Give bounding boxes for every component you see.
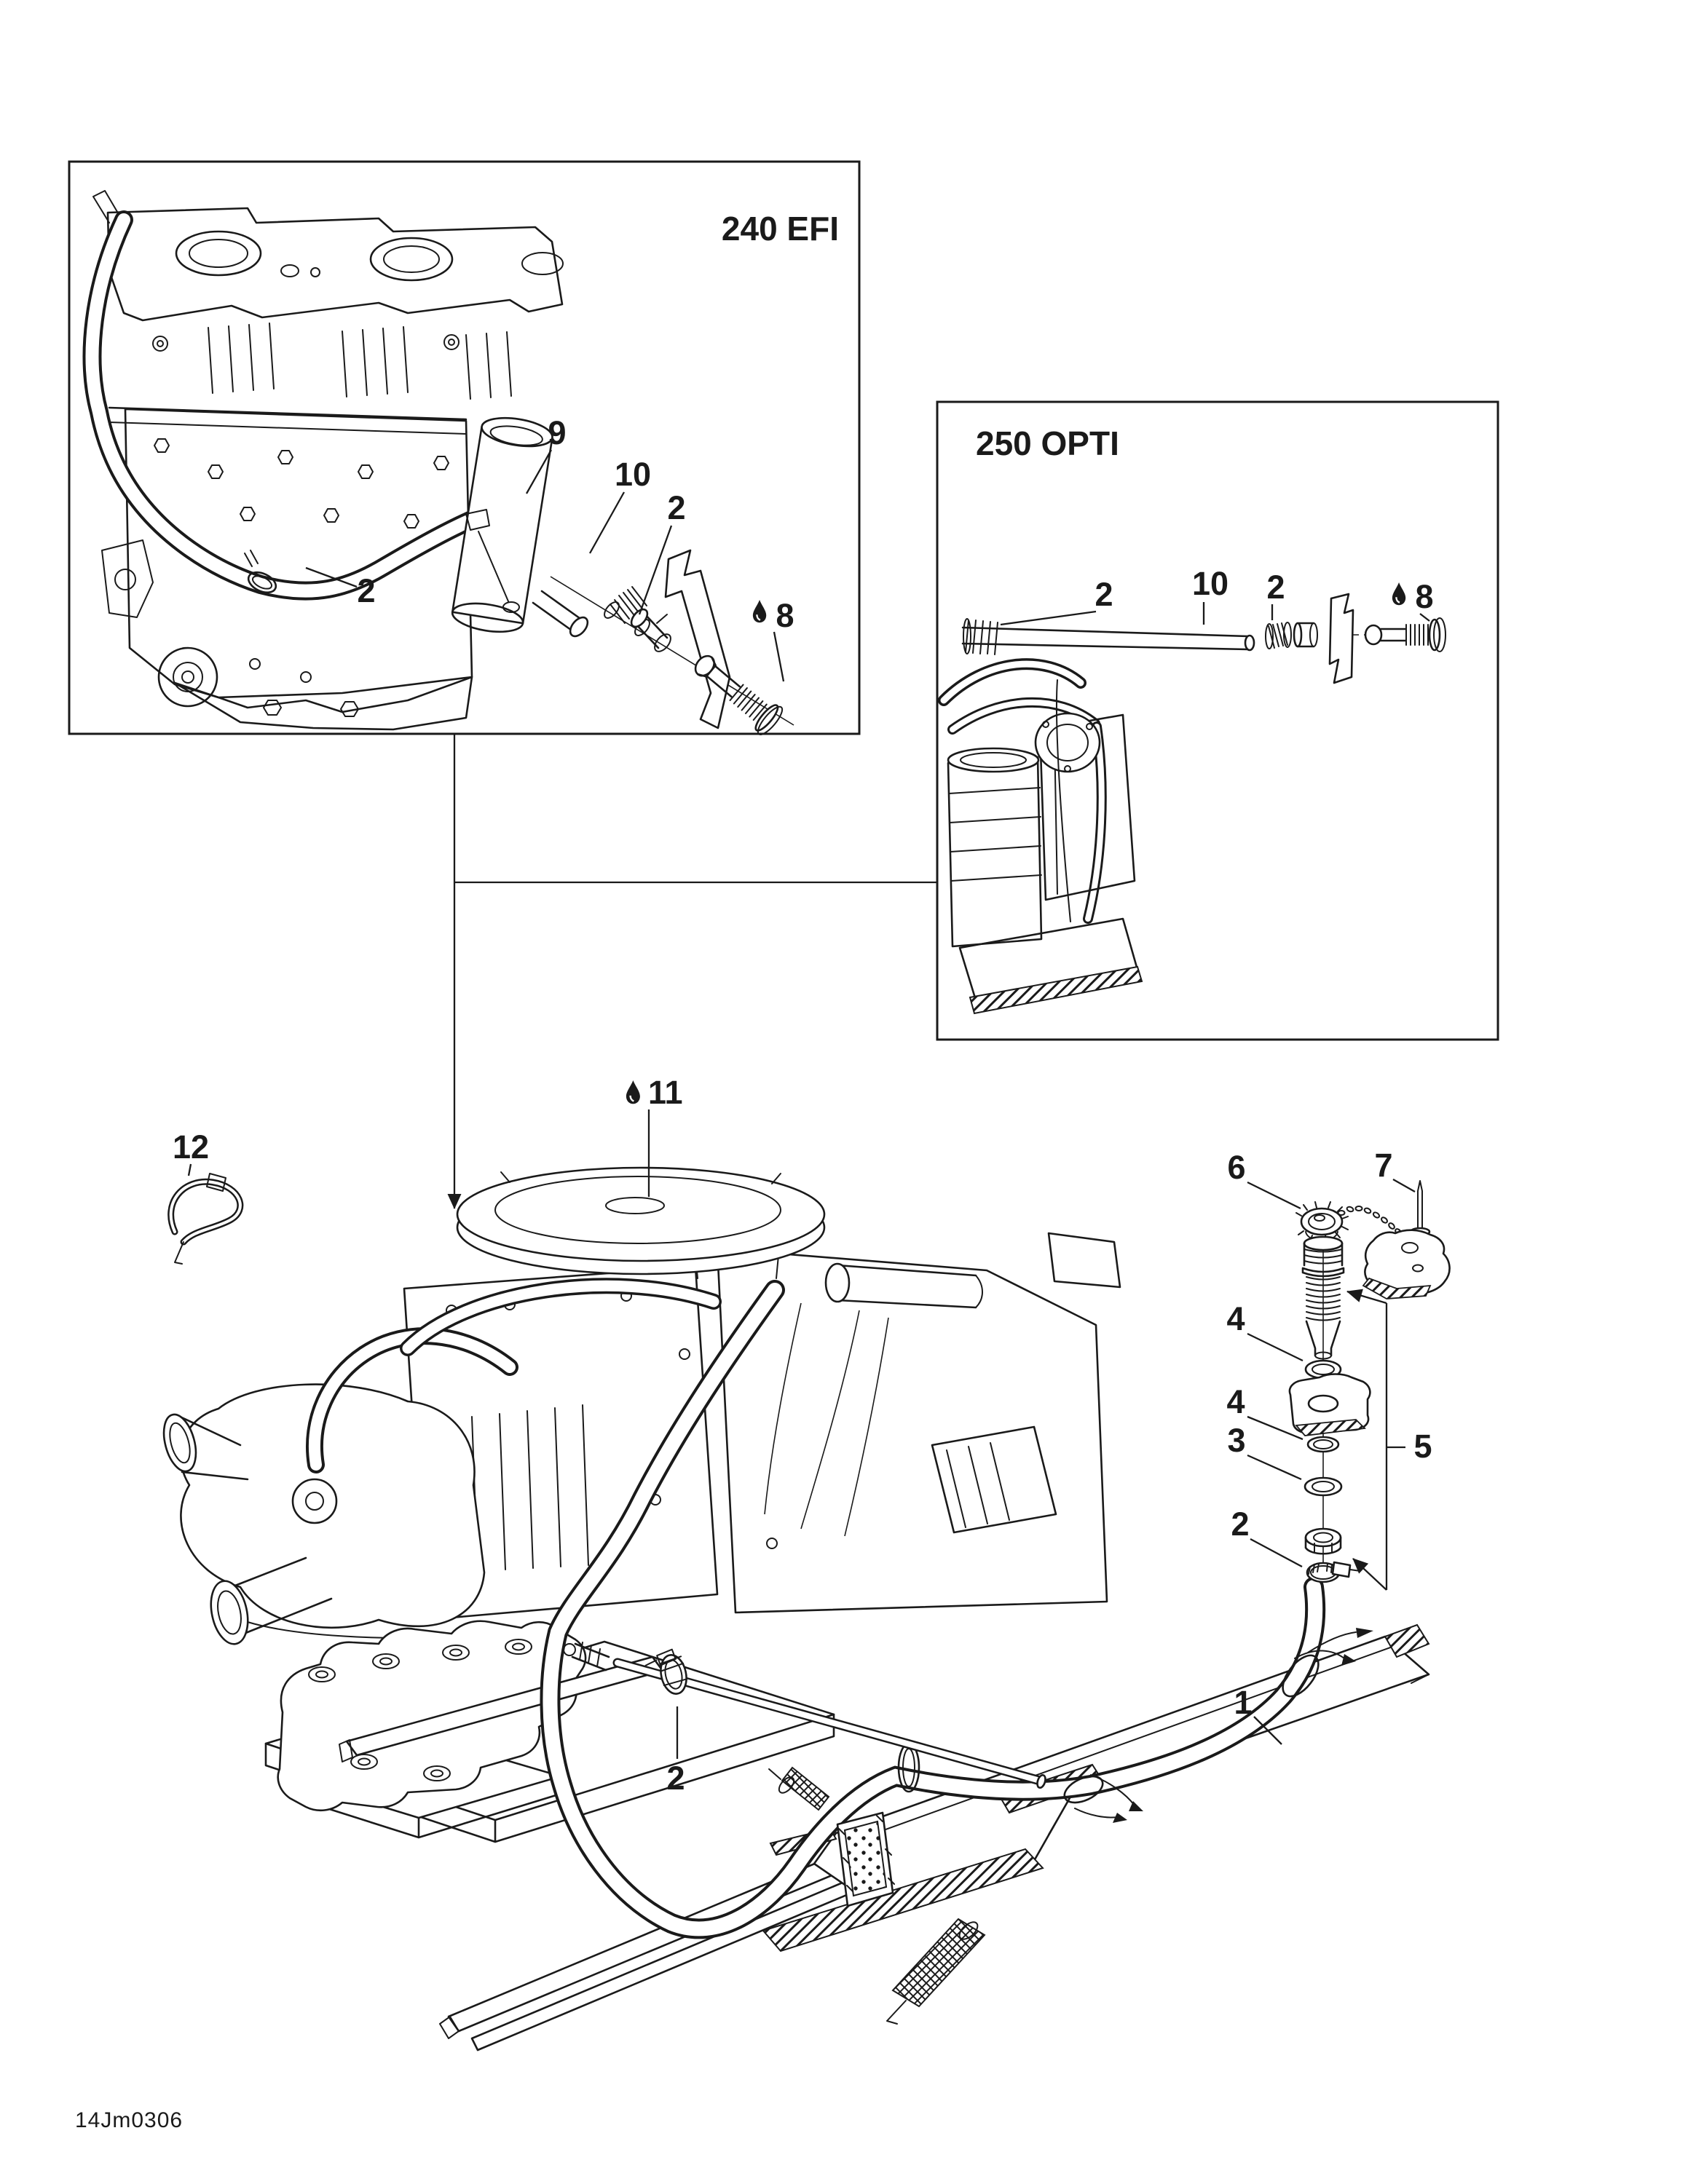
bracket-plate-240 [664,549,731,729]
pipe-clip [465,509,520,613]
flywheel [456,1166,826,1275]
bracket-5 [1346,1289,1405,1591]
engine-block-240 [92,190,564,731]
callout-2-stack-label: 2 [1231,1506,1249,1543]
braided-stud [886,1918,986,2025]
tube-clamp-main [644,1648,687,1695]
callout-8-240-label: 8 [776,597,794,634]
callout-10-240-label: 10 [615,456,651,493]
main-view: 11 12 2 6 7 4 4 3 2 5 1 [162,1074,1451,2052]
wedge-tail-hatch [1384,1623,1430,1658]
leader-4-upper [1247,1332,1304,1362]
callout-4-lower-label: 4 [1226,1383,1245,1420]
oil-drop-icon [626,1080,640,1104]
inset-240efi: 240 EFI [68,160,861,735]
barb-fitting [563,1642,610,1671]
leader-1 [1253,1716,1282,1745]
leader-2-spring-240 [638,525,673,615]
leader-4-lower [1247,1415,1304,1441]
callout-5-label: 5 [1413,1428,1432,1465]
drawing-code: 14Jm0306 [75,2108,183,2132]
coolant-hose-240 [82,210,538,601]
drain-tube-250 [961,618,1255,655]
callout-4-upper-label: 4 [1226,1300,1245,1337]
leader-2-hose-240 [305,566,358,588]
callout-10-250-label: 10 [1192,565,1228,602]
leader-3 [1247,1454,1302,1481]
leader-2-stack [1250,1538,1303,1568]
engine-block-250 [938,658,1143,1015]
gear-clamp-stack [1306,1561,1361,1583]
leader-2-engine-250 [1000,610,1097,626]
pad-hatch [1362,1277,1432,1299]
callout-2-spring-250-label: 2 [1266,569,1285,606]
washer-4-lower [1306,1436,1340,1453]
cable-tie-lower [1063,1774,1143,1823]
callout-3-label: 3 [1227,1422,1245,1459]
callout-8-250-label: 8 [1415,578,1433,615]
wedge-bottom-hatch [762,1848,1044,1952]
drain-tube-main [612,1658,1046,1789]
cap-pad [1362,1229,1451,1299]
callout-12-label: 12 [173,1128,209,1166]
bleed-screw-250 [1364,617,1446,652]
callout-2-main-label: 2 [666,1760,685,1797]
callout-2-hose-240-label: 2 [357,572,375,609]
support-pipe-9 [451,416,553,633]
hose-clamp-240 [244,550,277,594]
leader-12 [187,1163,192,1176]
inset-250opti-title: 250 OPTI [976,424,1119,462]
inset-240efi-frame [68,160,861,735]
fitting-250 [1293,622,1318,648]
oil-drop-icon [752,600,767,623]
leader-9 [525,449,553,494]
oil-drop-icon [1392,582,1406,606]
flush-cap-6 [1295,1201,1349,1242]
fitting-240 [630,608,671,652]
leader-8-240 [773,631,785,682]
leader-10-240 [588,491,626,554]
flush-adapter-5 [1301,1235,1345,1360]
leader-7 [1392,1178,1416,1193]
leader-6 [1247,1181,1301,1210]
engine-hoses-upper [305,1278,722,1473]
callout-2-spring-240-label: 2 [667,489,685,526]
inset-connectors [447,734,937,1210]
gasket-hatch [1295,1419,1366,1436]
inset-240efi-title: 240 EFI [722,210,839,248]
bracket-plate-250 [1328,593,1354,684]
cable-tie-upper [1282,1628,1373,1698]
cable-tie-12 [167,1173,244,1265]
dotted-pad [836,1811,895,1907]
engine-tray-hatch [969,965,1143,1015]
drain-tube-240 [532,590,589,638]
callout-9-label: 9 [548,414,566,451]
gasket-plate [1288,1373,1371,1436]
callout-7-label: 7 [1374,1147,1392,1184]
bleed-screw-240 [694,654,784,735]
callout-6-label: 6 [1227,1149,1245,1186]
washer-3 [1304,1476,1343,1497]
explode-axis-240 [550,576,794,726]
inset-250opti: 250 OPTI [936,400,1499,1041]
inset-250opti-frame [936,400,1499,1041]
leader-8-250 [1419,613,1430,622]
spring-250 [1265,622,1292,649]
callout-1-label: 1 [1234,1684,1252,1721]
ring-nut-2 [1304,1527,1342,1555]
drain-hose-1 [540,1280,1326,1939]
callout-11-label: 11 [648,1074,683,1111]
exhaust-manifold [162,1383,486,1645]
callout-2-engine-250-label: 2 [1095,576,1113,613]
